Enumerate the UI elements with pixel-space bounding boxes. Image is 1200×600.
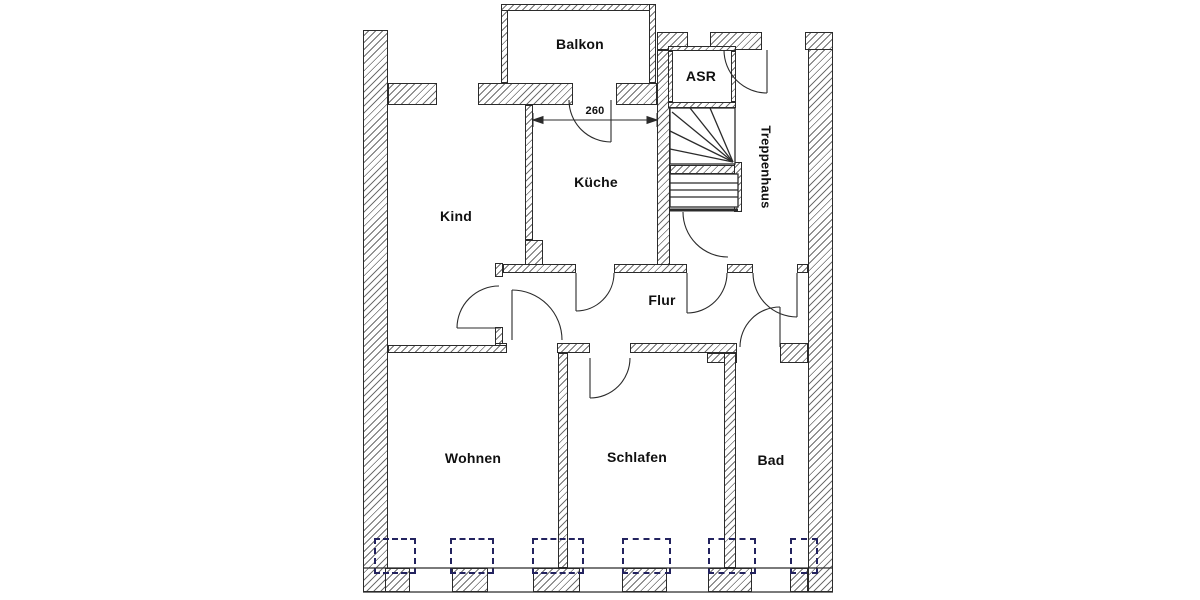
stair-side-sliver <box>734 162 742 212</box>
room-label-balkon: Balkon <box>556 36 604 52</box>
door-flur-treppenhaus-1 <box>686 272 728 314</box>
door-schlafen <box>589 357 631 399</box>
window-dashed <box>622 538 671 574</box>
wall-flur-top-c <box>727 264 753 273</box>
wall-kind-flur-upper <box>495 263 503 277</box>
wall-flur-bottom-b <box>557 343 590 353</box>
wall-outer-right <box>808 32 833 592</box>
window-dashed <box>708 538 756 574</box>
winder-stairs <box>669 107 736 165</box>
wall-outer-top-left-a <box>388 83 437 105</box>
balcony-wall-top <box>501 4 656 11</box>
wall-outer-top-right-c <box>805 32 833 50</box>
wall-outer-left <box>363 30 388 592</box>
door-bad <box>739 306 781 348</box>
door-kueche <box>575 272 615 312</box>
wall-kueche-stairs <box>657 50 670 265</box>
dimension-label: 260 <box>585 105 605 117</box>
wall-flur-bottom-d <box>780 343 808 363</box>
asr-wall-right <box>731 51 736 102</box>
door-stair-landing <box>682 211 729 258</box>
window-dashed <box>450 538 494 574</box>
door-wohnen <box>511 289 563 341</box>
room-label-flur: Flur <box>648 292 676 308</box>
asr-wall-bottom <box>668 102 736 108</box>
stair-mid-strip <box>670 165 738 174</box>
straight-stairs <box>669 173 739 212</box>
room-label-wohnen: Wohnen <box>444 450 502 466</box>
room-label-schlafen: Schlafen <box>607 449 667 465</box>
room-label-kueche: Küche <box>574 174 618 190</box>
asr-wall-top <box>668 46 736 51</box>
room-label-asr: ASR <box>685 68 717 84</box>
balcony-wall-left <box>501 4 508 83</box>
wall-bad-jog <box>707 353 737 363</box>
room-label-kind: Kind <box>440 208 472 224</box>
facade-pier <box>790 568 808 592</box>
wall-kind-bottom <box>388 345 507 353</box>
wall-flur-top-d <box>797 264 808 273</box>
wall-flur-bottom-c <box>630 343 737 353</box>
wall-flur-top-b <box>614 264 687 273</box>
wall-kind-kueche <box>525 105 533 240</box>
wall-outer-top-right-a <box>657 32 688 50</box>
room-label-bad: Bad <box>757 452 785 468</box>
window-dashed <box>532 538 584 574</box>
wall-wohnen-schlafen <box>558 353 568 568</box>
door-flur-treppenhaus-2 <box>752 272 798 318</box>
wall-schlafen-bad <box>724 353 736 568</box>
window-dashed <box>790 538 818 574</box>
wall-flur-top-a <box>503 264 576 273</box>
wall-outer-top-left-c <box>616 83 657 105</box>
wall-outer-top-right-b <box>710 32 762 50</box>
window-dashed <box>374 538 416 574</box>
balcony-wall-right <box>649 4 656 83</box>
wall-outer-top-left-b <box>478 83 573 105</box>
door-kind <box>456 285 500 329</box>
room-label-treppenhaus: Treppenhaus <box>758 125 774 209</box>
asr-wall-left <box>668 51 673 102</box>
wall-kind-flur-lower <box>495 327 503 344</box>
